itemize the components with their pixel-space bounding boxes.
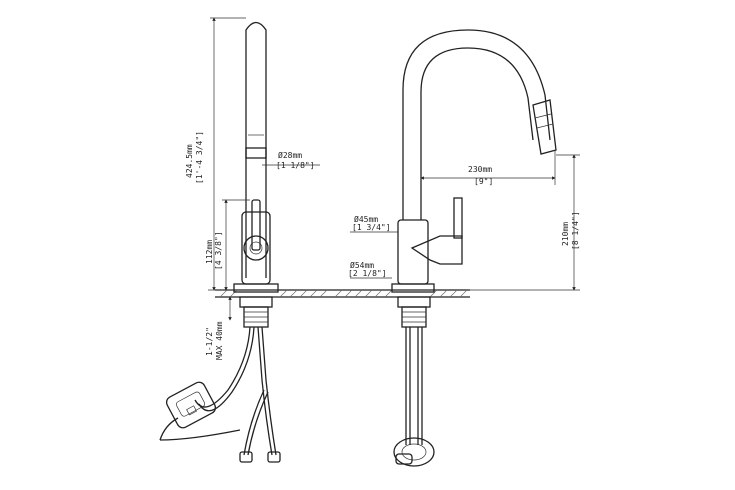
front-handle <box>410 235 463 265</box>
side-shank <box>239 296 273 308</box>
handle-height-mm-label: 112mm <box>205 240 214 264</box>
side-hose-supply-b <box>243 389 265 456</box>
body-dia-mm-label: Ø45mm <box>354 214 378 224</box>
base-dia-in-label: [2 1/8"] <box>348 269 387 278</box>
thread-size-label: 1-1/2" <box>205 327 214 356</box>
total-height-mm-label: 424.5mm <box>185 144 194 178</box>
base-dia-mm-label: Ø54mm <box>350 260 374 270</box>
side-hose-supply-a <box>257 326 273 456</box>
spout-dia-in-label: [1 1/8"] <box>276 161 315 170</box>
reach-in-label: [9"] <box>474 177 493 186</box>
max-deck-label: MAX 40mm <box>215 321 224 360</box>
spout-height-in-label: [8 1/4"] <box>571 211 580 250</box>
body-dia-in-label: [1 3/4"] <box>352 223 391 232</box>
front-view: 230mm [9"] Ø45mm [1 3/4"] Ø54mm [2 1/8"]… <box>330 29 580 467</box>
front-shank <box>397 296 431 308</box>
total-height-in-label: [1'-4 3/4"] <box>195 131 204 184</box>
side-hose-weight <box>159 381 241 441</box>
front-countertop <box>330 289 470 298</box>
front-body <box>397 219 429 285</box>
spout-dia-mm-label: Ø28mm <box>278 150 302 160</box>
side-sprayhead-joint <box>245 147 267 159</box>
side-handle <box>251 199 261 251</box>
front-spout <box>402 29 551 220</box>
handle-height-in-label: [4 3/8"] <box>214 231 223 270</box>
front-hose-weight <box>393 437 435 467</box>
side-base <box>233 283 279 293</box>
front-sprayhead <box>532 99 557 155</box>
side-spout <box>245 21 267 278</box>
side-view: 424.5mm [1'-4 3/4"] 112mm [4 3/8"] 1-1/2… <box>159 17 330 463</box>
front-base <box>391 283 435 293</box>
reach-mm-label: 230mm <box>468 165 492 174</box>
side-countertop <box>215 289 330 298</box>
spout-height-mm-label: 210mm <box>561 222 570 246</box>
